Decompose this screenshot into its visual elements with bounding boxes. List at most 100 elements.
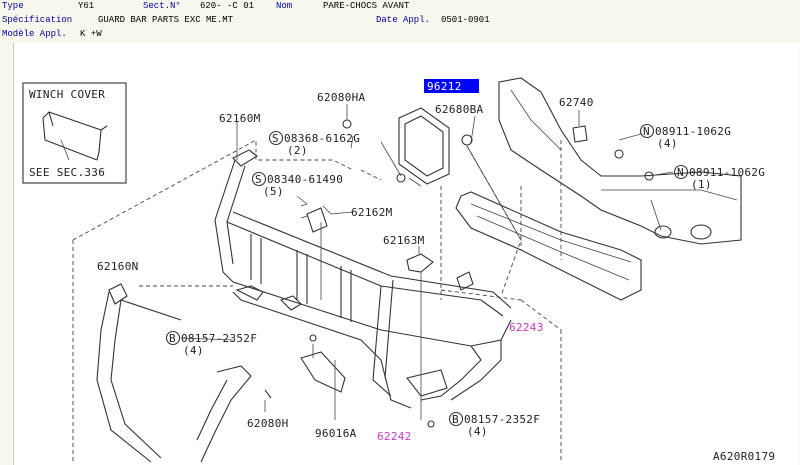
type-label: Type bbox=[2, 1, 24, 11]
circle-letter-b-b: B bbox=[452, 413, 459, 426]
label-96212[interactable]: 96212 bbox=[427, 80, 462, 93]
assembly-dash-lines bbox=[360, 140, 562, 300]
nut-08911-a bbox=[614, 149, 624, 159]
frame-top-left-cap bbox=[232, 149, 258, 167]
part-number-08911-b: 08911-1062G bbox=[689, 166, 765, 179]
leader-lines bbox=[180, 115, 674, 420]
circle-b-icon bbox=[448, 411, 464, 427]
label-62740[interactable]: 62740 bbox=[559, 96, 594, 109]
drawing-code: A620R0179 bbox=[713, 450, 775, 463]
nut-62680BA bbox=[461, 134, 473, 146]
label-08911-b[interactable]: N 08911-1062G (1) bbox=[673, 164, 766, 192]
body-frame-right[interactable] bbox=[498, 77, 742, 245]
type-value: Y61 bbox=[78, 1, 95, 11]
license-bracket-62680BA[interactable] bbox=[398, 107, 450, 185]
label-62242[interactable]: 62242 bbox=[377, 430, 412, 443]
frame-top-bar bbox=[226, 211, 512, 317]
bracket-62162M[interactable] bbox=[306, 207, 328, 233]
header-bar: Type Y61 Sect.N° 620- -C 01 Nom PARE-CHO… bbox=[0, 0, 800, 42]
qty-08911-a: (4) bbox=[657, 137, 678, 150]
part-number-08368: 08368-6162G bbox=[284, 132, 360, 145]
label-62162M[interactable]: 62162M bbox=[351, 206, 393, 219]
spec-label: Spécification bbox=[2, 15, 73, 25]
winch-cover-inset[interactable]: WINCH COVER SEE SEC.336 bbox=[22, 82, 127, 184]
label-08368[interactable]: S 08368-6162G (2) bbox=[268, 130, 361, 158]
outline-right-top bbox=[520, 299, 562, 331]
skid-plate bbox=[406, 369, 448, 397]
clip-62080H bbox=[264, 389, 272, 399]
guard-bar-frame[interactable] bbox=[214, 149, 512, 409]
part-number-08157-a: 08157-2352F bbox=[181, 332, 257, 345]
bracket-62163M[interactable] bbox=[406, 253, 434, 273]
bracket-62740[interactable] bbox=[572, 125, 588, 143]
part-96212-highlight[interactable]: 96212 bbox=[424, 79, 479, 93]
bumper-beam[interactable] bbox=[455, 191, 642, 301]
frame-center-post bbox=[372, 279, 394, 397]
date-label: Date Appl. bbox=[376, 15, 431, 25]
side-bar-62160N[interactable] bbox=[96, 283, 252, 463]
bumper-beam-detail bbox=[470, 203, 632, 281]
clip-62080HA bbox=[342, 119, 352, 129]
frame-lower-right bbox=[420, 340, 502, 401]
winch-cover-part bbox=[42, 111, 108, 161]
label-62160M[interactable]: 62160M bbox=[219, 112, 261, 125]
nut-08911-b bbox=[644, 171, 654, 181]
frame-lower-left bbox=[232, 291, 412, 409]
frame-mid-bar bbox=[232, 281, 512, 347]
label-62243[interactable]: 62243 bbox=[509, 321, 544, 334]
qty-08911-b: (1) bbox=[691, 178, 712, 191]
screws-08340 bbox=[300, 203, 308, 219]
diagram-canvas: WINCH COVER SEE SEC.336 bbox=[13, 43, 799, 465]
qty-08368: (2) bbox=[287, 144, 308, 157]
label-08157-b[interactable]: B 08157-2352F (4) bbox=[448, 411, 541, 439]
part-number-08157-b: 08157-2352F bbox=[464, 413, 540, 426]
circle-letter-b-a: B bbox=[169, 332, 176, 345]
bolt-08368 bbox=[396, 173, 406, 183]
model-label: Modèle Appl. bbox=[2, 29, 67, 39]
qty-08340: (5) bbox=[263, 185, 284, 198]
parts-diagram: WINCH COVER SEE SEC.336 bbox=[22, 77, 775, 463]
circle-s-icon bbox=[268, 130, 284, 146]
circle-b-icon bbox=[165, 330, 181, 346]
sect-value: 620- -C 01 bbox=[200, 1, 255, 11]
inset-title: WINCH COVER bbox=[29, 88, 105, 101]
date-value: 0501-0901 bbox=[441, 15, 490, 25]
nom-value: PARE-CHOCS AVANT bbox=[323, 1, 410, 11]
label-62160N[interactable]: 62160N bbox=[97, 260, 139, 273]
circle-letter-s-b: S bbox=[255, 173, 262, 186]
circle-letter-n-b: N bbox=[677, 166, 684, 179]
label-62163M[interactable]: 62163M bbox=[383, 234, 425, 247]
label-08911-a[interactable]: N 08911-1062G (4) bbox=[639, 123, 732, 151]
bolt-08157-a bbox=[309, 334, 317, 342]
frame-hole-2 bbox=[654, 225, 672, 239]
qty-08157-a: (4) bbox=[183, 344, 204, 357]
circle-letter-s: S bbox=[272, 132, 279, 145]
part-number-08911-a: 08911-1062G bbox=[655, 125, 731, 138]
spec-value: GUARD BAR PARTS EXC ME.MT bbox=[98, 15, 234, 25]
label-62080HA[interactable]: 62080HA bbox=[317, 91, 366, 104]
outline-mid bbox=[440, 289, 522, 301]
bracket-96016A[interactable] bbox=[300, 351, 346, 393]
circle-s-icon bbox=[251, 171, 267, 187]
inset-frame bbox=[22, 82, 127, 184]
inset-leader bbox=[60, 139, 70, 161]
model-value: K +W bbox=[80, 29, 102, 39]
label-08340[interactable]: S 08340-61490 (5) bbox=[251, 171, 344, 199]
frame-vertical-bars bbox=[250, 234, 352, 322]
label-62680BA[interactable]: 62680BA bbox=[435, 103, 484, 116]
circle-n-icon bbox=[639, 123, 655, 139]
highlight-box bbox=[424, 79, 479, 93]
circle-letter-n-a: N bbox=[643, 125, 650, 138]
circle-n-icon bbox=[673, 164, 689, 180]
qty-08157-b: (4) bbox=[467, 425, 488, 438]
nom-label: Nom bbox=[276, 1, 293, 11]
body-frame-detail bbox=[510, 89, 738, 231]
inset-ref[interactable]: SEE SEC.336 bbox=[29, 166, 105, 179]
label-96016A[interactable]: 96016A bbox=[315, 427, 357, 440]
label-62080H[interactable]: 62080H bbox=[247, 417, 289, 430]
frame-left-post bbox=[214, 159, 246, 283]
bumper-tab bbox=[456, 271, 474, 291]
part-number-08340: 08340-61490 bbox=[267, 173, 343, 186]
label-08157-a[interactable]: B 08157-2352F (4) bbox=[165, 330, 258, 358]
bolt-08157-b bbox=[427, 420, 435, 428]
